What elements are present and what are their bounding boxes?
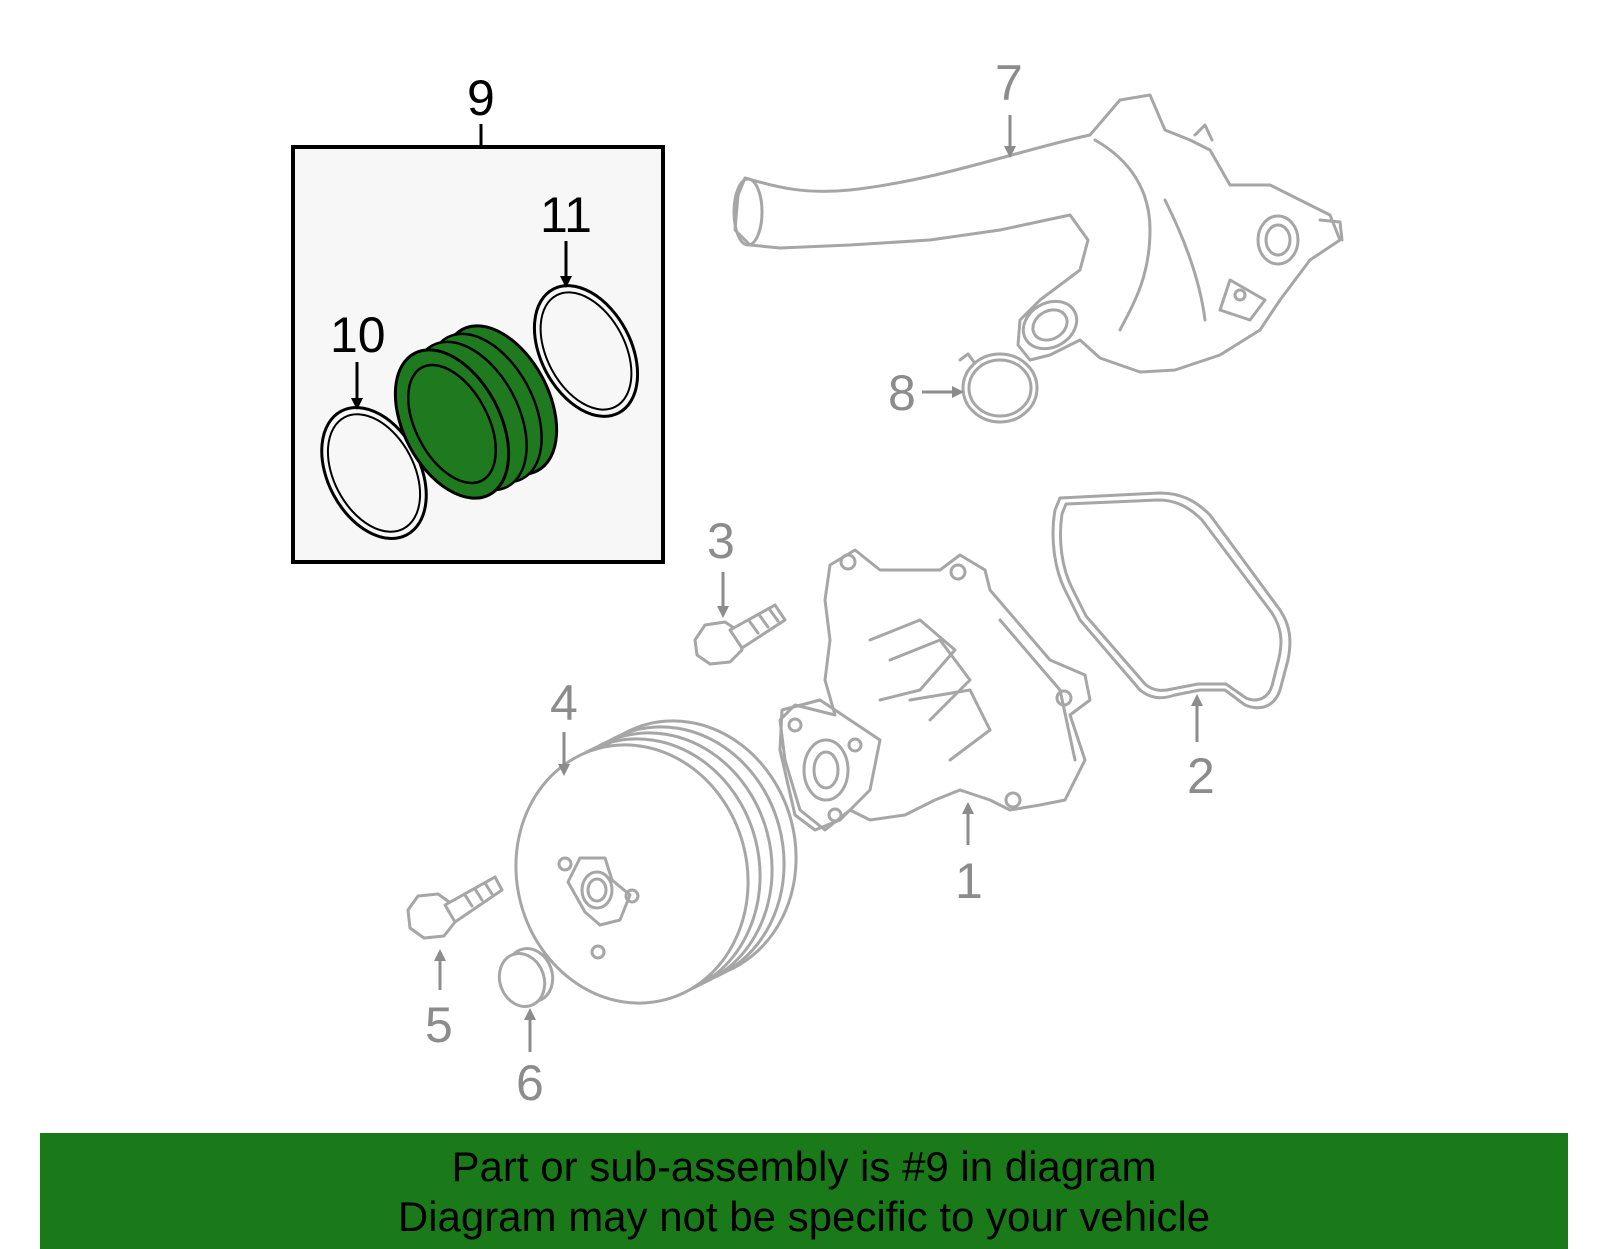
bolt-5[interactable] <box>406 875 504 940</box>
bolt-3[interactable] <box>693 603 787 666</box>
water-sleeve-highlight[interactable] <box>372 307 580 517</box>
callout-11: 11 <box>540 187 592 243</box>
callout-6: 6 <box>516 1055 544 1111</box>
callout-3: 3 <box>707 513 735 569</box>
pump-gasket-2[interactable] <box>1051 491 1292 710</box>
callout-1: 1 <box>955 853 983 909</box>
callout-5: 5 <box>425 997 453 1053</box>
subassembly-9-group[interactable] <box>291 124 665 564</box>
callout-2: 2 <box>1187 748 1215 804</box>
info-banner: Part or sub-assembly is #9 in diagram Di… <box>40 1133 1568 1249</box>
o-ring-11[interactable] <box>513 268 658 434</box>
plug-6[interactable] <box>492 942 560 1013</box>
callout-4: 4 <box>550 675 578 731</box>
callout-7: 7 <box>995 55 1023 111</box>
water-pump-1[interactable] <box>778 548 1092 832</box>
thermostat-housing-7[interactable] <box>732 93 1344 374</box>
banner-line-1: Part or sub-assembly is #9 in diagram <box>451 1143 1157 1190</box>
callout-8: 8 <box>888 365 916 421</box>
callout-9: 9 <box>467 70 495 126</box>
pulley-4[interactable] <box>487 695 824 1030</box>
parts-diagram: 9 11 10 7 8 3 4 2 1 5 6 <box>291 55 1344 1111</box>
banner-line-2: Diagram may not be specific to your vehi… <box>397 1193 1211 1240</box>
callout-10: 10 <box>330 307 386 363</box>
gasket-8[interactable] <box>958 352 1039 424</box>
